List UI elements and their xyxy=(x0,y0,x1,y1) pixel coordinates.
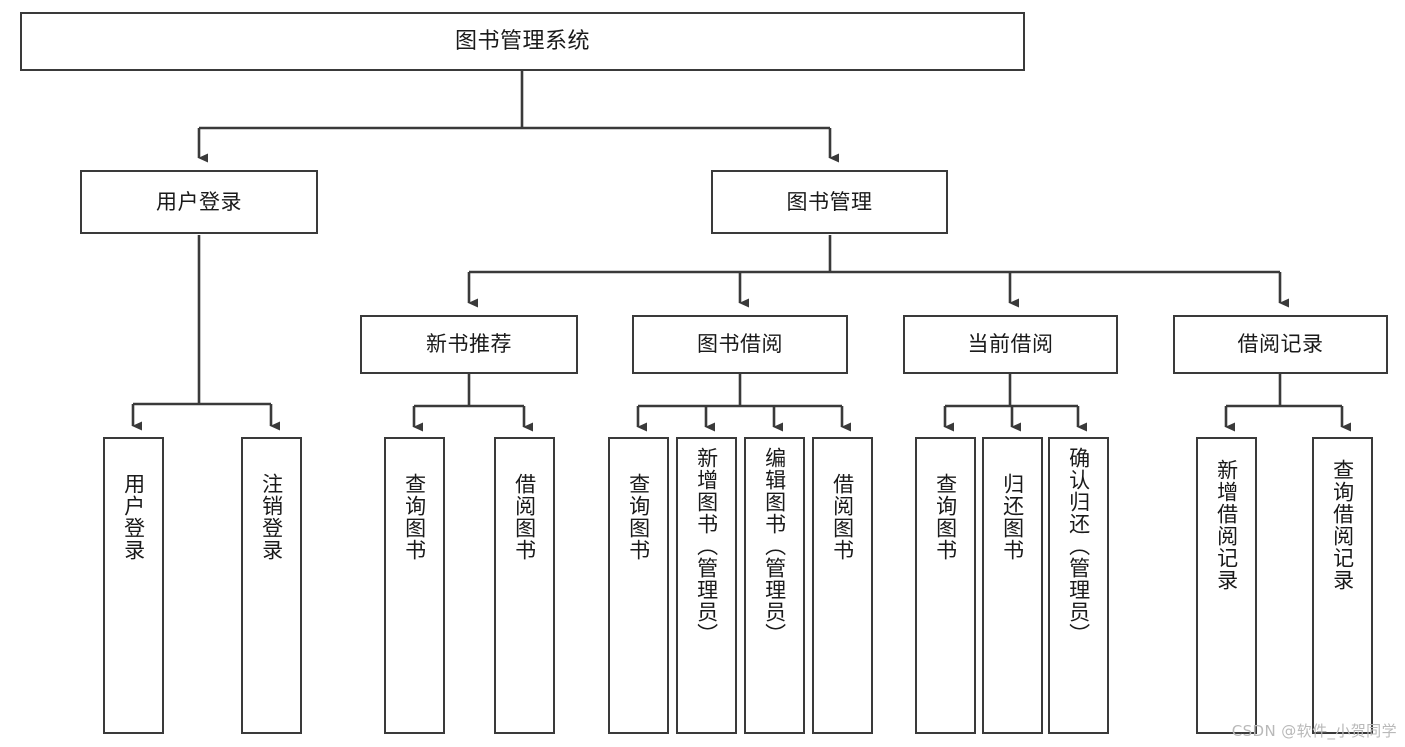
leaf-query-borrow-record[interactable]: 查询借阅记录 xyxy=(1312,437,1373,734)
leaf-borrow-book-recommend[interactable]: 借阅图书 xyxy=(494,437,555,734)
node-label: 查询借阅记录 xyxy=(1330,459,1355,591)
leaf-confirm-return-admin[interactable]: 确认归还（管理员） xyxy=(1048,437,1109,734)
leaf-query-book-current[interactable]: 查询图书 xyxy=(915,437,976,734)
watermark: CSDN @软件_小贺同学 xyxy=(1231,722,1397,740)
node-label: 借阅图书 xyxy=(512,473,537,561)
node-label: 注销登录 xyxy=(259,473,284,561)
node-label: 新增借阅记录 xyxy=(1214,459,1239,591)
node-label: 借阅图书 xyxy=(830,473,855,561)
leaf-return-book[interactable]: 归还图书 xyxy=(982,437,1043,734)
node-label: 查询图书 xyxy=(626,473,651,561)
node-current-borrow[interactable]: 当前借阅 xyxy=(903,315,1118,374)
node-label: 归还图书 xyxy=(1000,473,1025,561)
node-label: 查询图书 xyxy=(402,473,427,561)
node-user-login[interactable]: 用户登录 xyxy=(80,170,318,234)
leaf-add-book-admin[interactable]: 新增图书（管理员） xyxy=(676,437,737,734)
node-label: 图书管理 xyxy=(786,189,873,214)
leaf-user-login[interactable]: 用户登录 xyxy=(103,437,164,734)
node-label: 新书推荐 xyxy=(426,332,512,357)
node-label: 图书借阅 xyxy=(697,332,783,357)
leaf-add-borrow-record[interactable]: 新增借阅记录 xyxy=(1196,437,1257,734)
node-new-book-recommend[interactable]: 新书推荐 xyxy=(360,315,578,374)
node-label: 用户登录 xyxy=(121,473,146,561)
node-label: 用户登录 xyxy=(156,189,242,214)
node-label: 确认归还（管理员） xyxy=(1066,447,1091,645)
node-book-borrow[interactable]: 图书借阅 xyxy=(632,315,848,374)
leaf-query-book-recommend[interactable]: 查询图书 xyxy=(384,437,445,734)
node-label: 借阅记录 xyxy=(1237,332,1324,357)
leaf-logout[interactable]: 注销登录 xyxy=(241,437,302,734)
node-label: 查询图书 xyxy=(933,473,958,561)
leaf-edit-book-admin[interactable]: 编辑图书（管理员） xyxy=(744,437,805,734)
node-root-system[interactable]: 图书管理系统 xyxy=(20,12,1025,71)
node-label: 编辑图书（管理员） xyxy=(762,447,787,645)
node-label: 当前借阅 xyxy=(967,332,1054,357)
node-label: 图书管理系统 xyxy=(454,28,590,54)
node-book-management[interactable]: 图书管理 xyxy=(711,170,948,234)
node-borrow-record[interactable]: 借阅记录 xyxy=(1173,315,1388,374)
node-label: 新增图书（管理员） xyxy=(694,447,719,645)
leaf-borrow-book[interactable]: 借阅图书 xyxy=(812,437,873,734)
leaf-query-book-borrow[interactable]: 查询图书 xyxy=(608,437,669,734)
